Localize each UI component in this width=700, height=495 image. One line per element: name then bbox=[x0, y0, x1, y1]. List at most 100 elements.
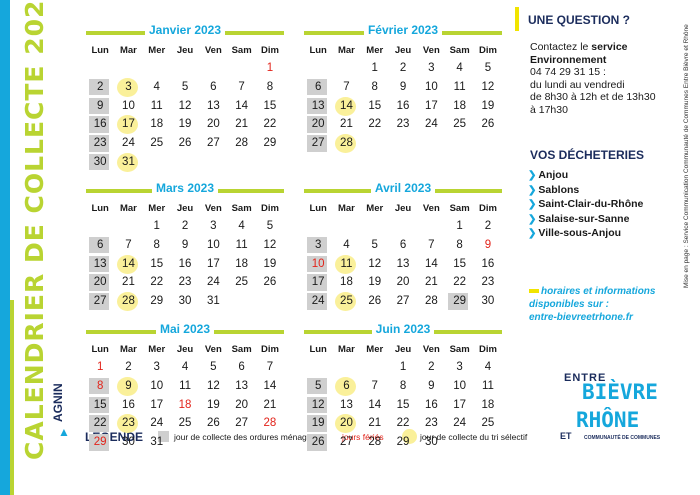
calendar-day: 4 bbox=[343, 238, 350, 251]
calendar-day: 15 bbox=[396, 398, 410, 411]
chevron-right-icon: ❯ bbox=[528, 228, 537, 239]
calendar-day: 13 bbox=[206, 99, 220, 112]
calendar-day: 29 bbox=[396, 436, 410, 449]
weekday-header: Sam bbox=[449, 203, 470, 214]
calendar-day: 21 bbox=[263, 398, 277, 411]
calendar-day: 19 bbox=[304, 414, 332, 433]
calendar-day: 5 bbox=[371, 238, 378, 251]
calendar-day: 21 bbox=[122, 276, 135, 289]
weekday-header: Jeu bbox=[176, 344, 194, 355]
calendar-day: 29 bbox=[445, 292, 473, 311]
calendar-day: 10 bbox=[453, 379, 467, 392]
empty-day bbox=[114, 217, 142, 236]
side-band-lime bbox=[10, 300, 14, 495]
calendar-day: 15 bbox=[150, 257, 164, 270]
commune-name: AGNIN bbox=[51, 383, 65, 422]
weekday-header: Dim bbox=[260, 203, 279, 214]
calendar-day: 4 bbox=[153, 80, 160, 93]
arrow-right-icon bbox=[529, 289, 539, 294]
calendar-day: 26 bbox=[304, 433, 332, 452]
calendar-day: 26 bbox=[368, 295, 382, 308]
calendar-day: 14 bbox=[263, 379, 277, 392]
calendar-day: 11 bbox=[453, 80, 466, 93]
calendar-day: 3 bbox=[114, 77, 142, 97]
calendar-day: 5 bbox=[266, 220, 274, 232]
month-title: Juin 2023 bbox=[304, 316, 502, 336]
weekday-header: Mar bbox=[337, 203, 355, 214]
calendar-day: 4 bbox=[181, 361, 189, 373]
calendar-day: 11 bbox=[332, 254, 360, 274]
calendar-day: 3 bbox=[428, 62, 435, 74]
cc-logo: ENTRE BIÈVRE RHÔNE ET COMMUNAUTÉ DE COMM… bbox=[556, 372, 668, 442]
month-title: Avril 2023 bbox=[304, 175, 502, 195]
month-title: Février 2023 bbox=[304, 17, 502, 37]
calendar-day: 30 bbox=[178, 295, 192, 308]
calendar-day: 18 bbox=[178, 398, 192, 411]
calendar-day: 2 bbox=[484, 220, 492, 232]
empty-day bbox=[86, 59, 114, 78]
weekday-header: Jeu bbox=[176, 203, 194, 214]
empty-day bbox=[171, 59, 199, 78]
calendar-day: 9 bbox=[399, 80, 407, 93]
calendar-day: 12 bbox=[206, 379, 220, 392]
calendar-day: 1 bbox=[456, 220, 463, 232]
calendar-day: 16 bbox=[481, 257, 495, 270]
calendar-day: 9 bbox=[428, 379, 435, 392]
calendar-day: 4 bbox=[456, 62, 463, 74]
calendar-day: 21 bbox=[340, 118, 353, 131]
weekday-header: Mar bbox=[337, 344, 355, 355]
website-link[interactable]: entre-bievreetrhone.fr bbox=[529, 312, 633, 323]
contact-line1: Contactez le bbox=[530, 41, 592, 53]
weekday-header: Mer bbox=[148, 203, 166, 214]
empty-day bbox=[332, 358, 360, 377]
calendar-day: 5 bbox=[484, 62, 492, 74]
weekday-header: Dim bbox=[260, 45, 279, 56]
calendar-day: 17 bbox=[424, 99, 438, 112]
chevron-right-icon: ❯ bbox=[528, 213, 537, 225]
calendar-day: 24 bbox=[206, 276, 220, 289]
calendar-day: 30 bbox=[424, 436, 438, 449]
calendar-day: 3 bbox=[304, 236, 332, 255]
calendar-day: 14 bbox=[235, 99, 249, 112]
weekday-header: Lun bbox=[91, 203, 109, 214]
month-title: Mars 2023 bbox=[86, 175, 284, 195]
contact-service: service bbox=[591, 41, 628, 53]
calendar-day: 31 bbox=[206, 295, 220, 308]
calendar-day: 8 bbox=[266, 80, 274, 93]
calendar-day: 27 bbox=[396, 295, 410, 308]
calendar-day: 6 bbox=[238, 361, 245, 373]
calendar-day: 25 bbox=[150, 137, 164, 150]
legend-grey-swatch bbox=[158, 431, 169, 442]
calendar-day: 18 bbox=[235, 257, 249, 270]
calendar-day: 4 bbox=[484, 361, 492, 373]
calendar-day: 30 bbox=[481, 295, 495, 308]
weekday-header: Ven bbox=[422, 344, 440, 355]
calendar-day: 5 bbox=[304, 377, 332, 396]
empty-day bbox=[304, 59, 332, 78]
calendar-day: 2 bbox=[399, 62, 407, 74]
calendar-day: 20 bbox=[86, 273, 114, 292]
calendar-day: 24 bbox=[122, 137, 135, 150]
calendar-day: 18 bbox=[453, 99, 467, 112]
list-item: ❯Saint-Clair-du-Rhône bbox=[528, 198, 644, 210]
calendar-day: 8 bbox=[153, 238, 160, 251]
calendar-day: 5 bbox=[181, 80, 189, 93]
calendar-day: 27 bbox=[235, 417, 249, 430]
empty-day bbox=[361, 217, 389, 236]
month-title: Mai 2023 bbox=[86, 316, 284, 336]
calendar-day: 6 bbox=[210, 80, 217, 93]
calendar-day: 9 bbox=[181, 238, 189, 251]
weekday-header: Sam bbox=[449, 344, 470, 355]
empty-day bbox=[143, 59, 171, 78]
empty-day bbox=[227, 59, 255, 78]
calendar-day: 2 bbox=[428, 361, 435, 373]
calendar-day: 15 bbox=[368, 99, 382, 112]
calendar-day: 17 bbox=[206, 257, 220, 270]
